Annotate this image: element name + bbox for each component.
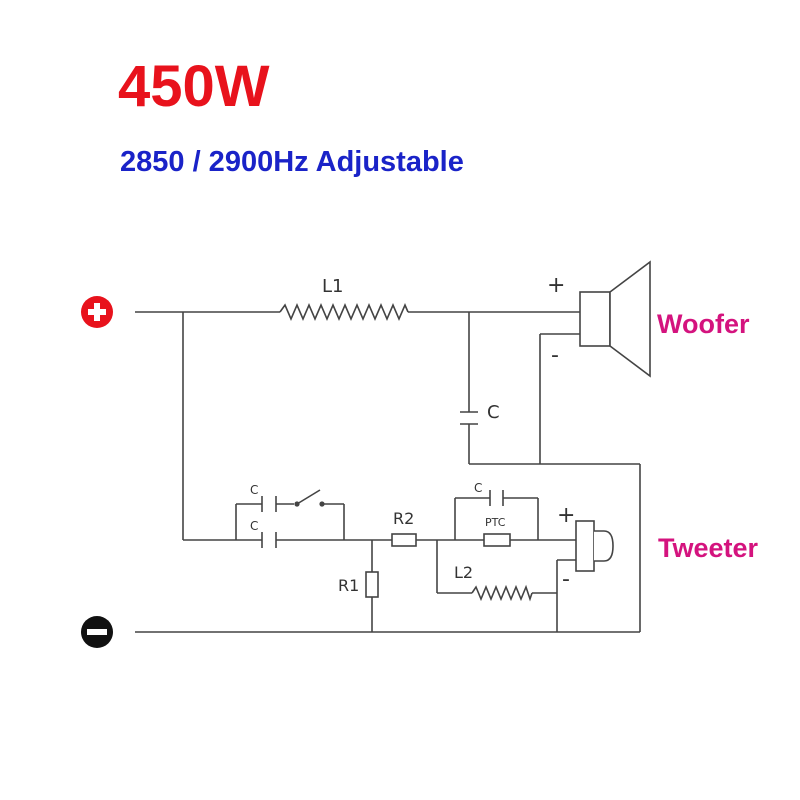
capacitor-c-top-label: C — [250, 483, 258, 497]
tweeter-speaker: + - Tweeter — [557, 503, 759, 592]
resistor-r2-body — [391, 533, 417, 547]
capacitor-c-top: C — [250, 483, 277, 512]
capacitor-c-ptc: C — [474, 481, 504, 506]
resistor-r1: R1 — [338, 571, 379, 598]
minus-bar — [87, 629, 107, 635]
woofer-plus-sign: + — [547, 273, 565, 298]
resistor-r1-body — [365, 571, 379, 598]
plus-bar-vertical — [94, 303, 100, 321]
positive-terminal — [81, 296, 113, 328]
switch-contact-right — [319, 501, 325, 507]
resistor-r2-label: R2 — [393, 509, 414, 528]
power-title: 450W — [118, 54, 270, 119]
woofer-label: Woofer — [657, 309, 750, 339]
tweeter-magnet — [575, 520, 595, 572]
tweeter-plus-sign: + — [557, 503, 575, 528]
tweeter-label: Tweeter — [658, 533, 759, 563]
switch — [294, 489, 325, 507]
inductor-l1-coil — [279, 302, 409, 322]
inductor-l2-label: L2 — [454, 563, 473, 582]
switch-lever — [296, 489, 321, 505]
resistor-r2: R2 — [391, 509, 417, 547]
inductor-l2-coil — [471, 584, 533, 602]
woofer-magnet — [579, 291, 611, 347]
capacitor-c-ptc-label: C — [474, 481, 482, 495]
ptc-resistor-label: PTC — [485, 516, 506, 529]
resistor-r1-label: R1 — [338, 576, 359, 595]
negative-terminal — [81, 616, 113, 648]
woofer-speaker: + - Woofer — [547, 260, 750, 378]
ptc-resistor: PTC — [483, 516, 511, 547]
inductor-l1-label: L1 — [322, 276, 343, 297]
tweeter-dome — [594, 530, 614, 562]
inductor-l2: L2 — [454, 563, 533, 602]
woofer-cone — [609, 260, 651, 378]
woofer-minus-sign: - — [551, 343, 559, 368]
capacitor-c-bottom-label: C — [250, 519, 258, 533]
capacitor-c-woofer: C — [460, 402, 500, 425]
ptc-resistor-body — [483, 533, 511, 547]
capacitor-c-bottom: C — [250, 519, 277, 548]
inductor-l1: L1 — [279, 276, 409, 322]
tweeter-minus-sign: - — [562, 567, 570, 592]
capacitor-c-woofer-label: C — [487, 402, 500, 423]
frequency-subtitle: 2850 / 2900Hz Adjustable — [120, 146, 464, 178]
wires — [135, 311, 641, 633]
